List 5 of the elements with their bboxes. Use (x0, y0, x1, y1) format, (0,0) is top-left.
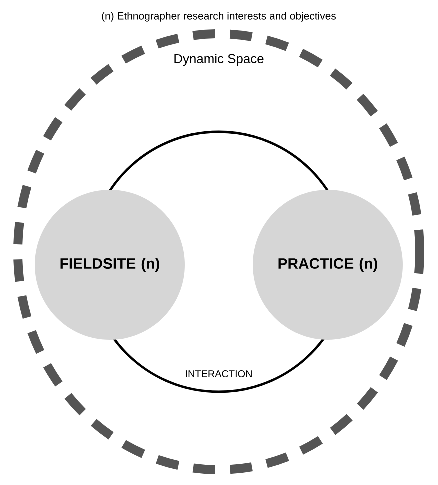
circle-label: INTERACTION (186, 370, 252, 378)
circle-label: (n) Ethnographer research interests and objectives (102, 12, 336, 22)
circle-label: Dynamic Space (174, 54, 264, 66)
circle-label: PRACTICE (n) (278, 258, 378, 272)
circle-label: FIELDSITE (n) (60, 258, 160, 272)
